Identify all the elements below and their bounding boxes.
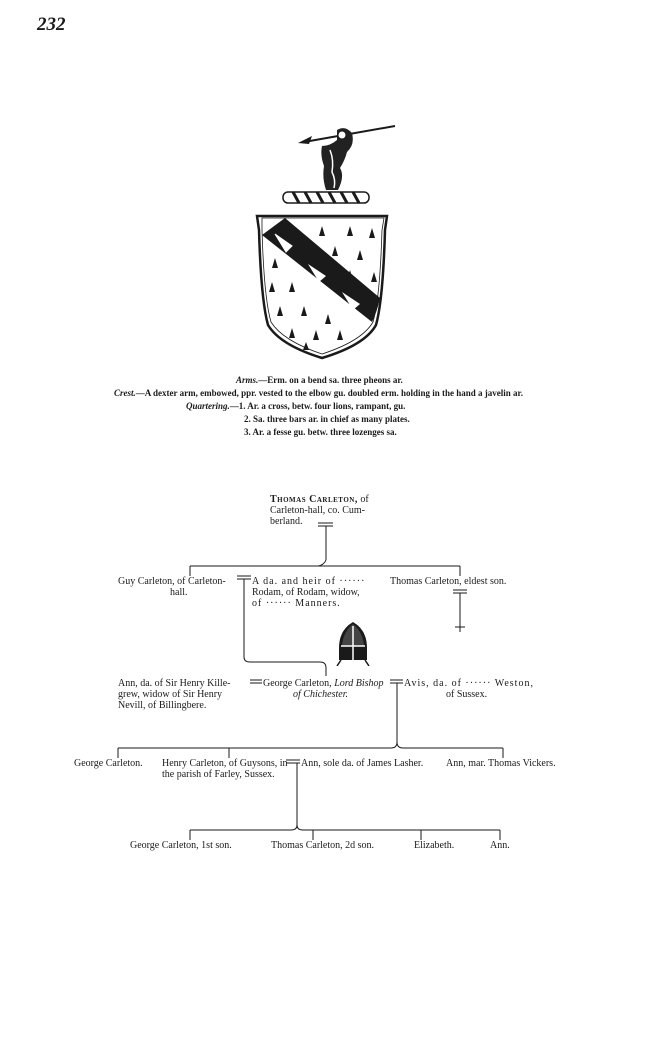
coat-of-arms: [255, 125, 396, 360]
thomas-senior-name: Thomas Carleton,: [270, 494, 358, 505]
henry-line2: the parish of Farley, Sussex.: [162, 769, 275, 780]
heir-line1: A da. and heir of ······: [252, 576, 366, 587]
person-thomas-2d-son: Thomas Carleton, 2d son.: [271, 840, 375, 851]
person-elizabeth: Elizabeth.: [414, 840, 455, 851]
person-ann-vickers: Ann, mar. Thomas Vickers.: [446, 758, 556, 769]
crest-arm-icon: [321, 128, 353, 190]
person-guy-carleton: Guy Carleton, of Carleton- hall.: [118, 576, 226, 598]
george-bishop-see: of Chichester.: [293, 689, 348, 700]
mitre-icon: [336, 622, 370, 666]
person-ann-child: Ann.: [490, 840, 510, 851]
person-george-bishop: George Carleton, Lord Bishop of Chichest…: [263, 678, 384, 700]
shield-icon: [255, 214, 389, 360]
page-number: 232: [37, 14, 66, 35]
crest-text: —A dexter arm, embowed, ppr. vested to t…: [135, 388, 523, 398]
quartering-line-1: Quartering.—1. Ar. a cross, betw. four l…: [186, 401, 405, 411]
quartering-3: 3. Ar. a fesse gu. betw. three lozenges …: [244, 427, 397, 437]
thomas-senior-line2: Carleton-hall, co. Cum-: [270, 505, 365, 516]
henry-line1: Henry Carleton, of Guysons, in: [162, 758, 288, 769]
ann-killegrew-line1: Ann, da. of Sir Henry Kille-: [118, 678, 231, 689]
quartering-1: —1. Ar. a cross, betw. four lions, rampa…: [229, 401, 406, 411]
thomas-senior-line1: of: [360, 494, 369, 505]
person-george-son: George Carleton.: [74, 758, 143, 769]
crest-line: Crest.—A dexter arm, embowed, ppr. veste…: [114, 388, 523, 398]
avis-line2: of Sussex.: [446, 689, 488, 700]
thomas-senior-line3: berland.: [270, 516, 303, 527]
ann-killegrew-line3: Nevill, of Billingbere.: [118, 700, 207, 711]
george-bishop-title: Lord Bishop: [334, 678, 384, 689]
quartering-2: 2. Sa. three bars ar. in chief as many p…: [244, 414, 410, 424]
arms-line: Arms.—Erm. on a bend sa. three pheons ar…: [236, 375, 403, 385]
wreath-icon: [282, 191, 370, 204]
person-rodam-heiress: A da. and heir of ······ Rodam, of Rodam…: [252, 576, 365, 609]
person-ann-killegrew: Ann, da. of Sir Henry Kille- grew, widow…: [118, 678, 230, 711]
person-henry-carleton: Henry Carleton, of Guysons, in the paris…: [162, 758, 288, 780]
quartering-label: Quartering.: [186, 401, 230, 411]
person-george-1st-son: George Carleton, 1st son.: [130, 840, 232, 851]
arms-text: —Erm. on a bend sa. three pheons ar.: [258, 375, 403, 385]
person-thomas-eldest: Thomas Carleton, eldest son.: [390, 576, 507, 587]
guy-line2: hall.: [170, 587, 188, 598]
george-bishop-name: George Carleton,: [263, 678, 332, 689]
person-avis-weston: Avis, da. of ······ Weston, of Sussex.: [404, 678, 534, 700]
guy-line1: Guy Carleton, of Carleton-: [118, 576, 226, 587]
crest-label: Crest.: [114, 388, 136, 398]
ann-killegrew-line2: grew, widow of Sir Henry: [118, 689, 223, 700]
person-thomas-carleton-senior: Thomas Carleton, of Carleton-hall, co. C…: [270, 494, 369, 527]
arms-label: Arms.: [236, 375, 259, 385]
avis-line1: Avis, da. of ······ Weston,: [404, 678, 534, 689]
heir-line3: of ······ Manners.: [252, 598, 341, 609]
person-ann-lasher: Ann, sole da. of James Lasher.: [301, 758, 424, 769]
heir-line2: Rodam, of Rodam, widow,: [252, 587, 360, 598]
